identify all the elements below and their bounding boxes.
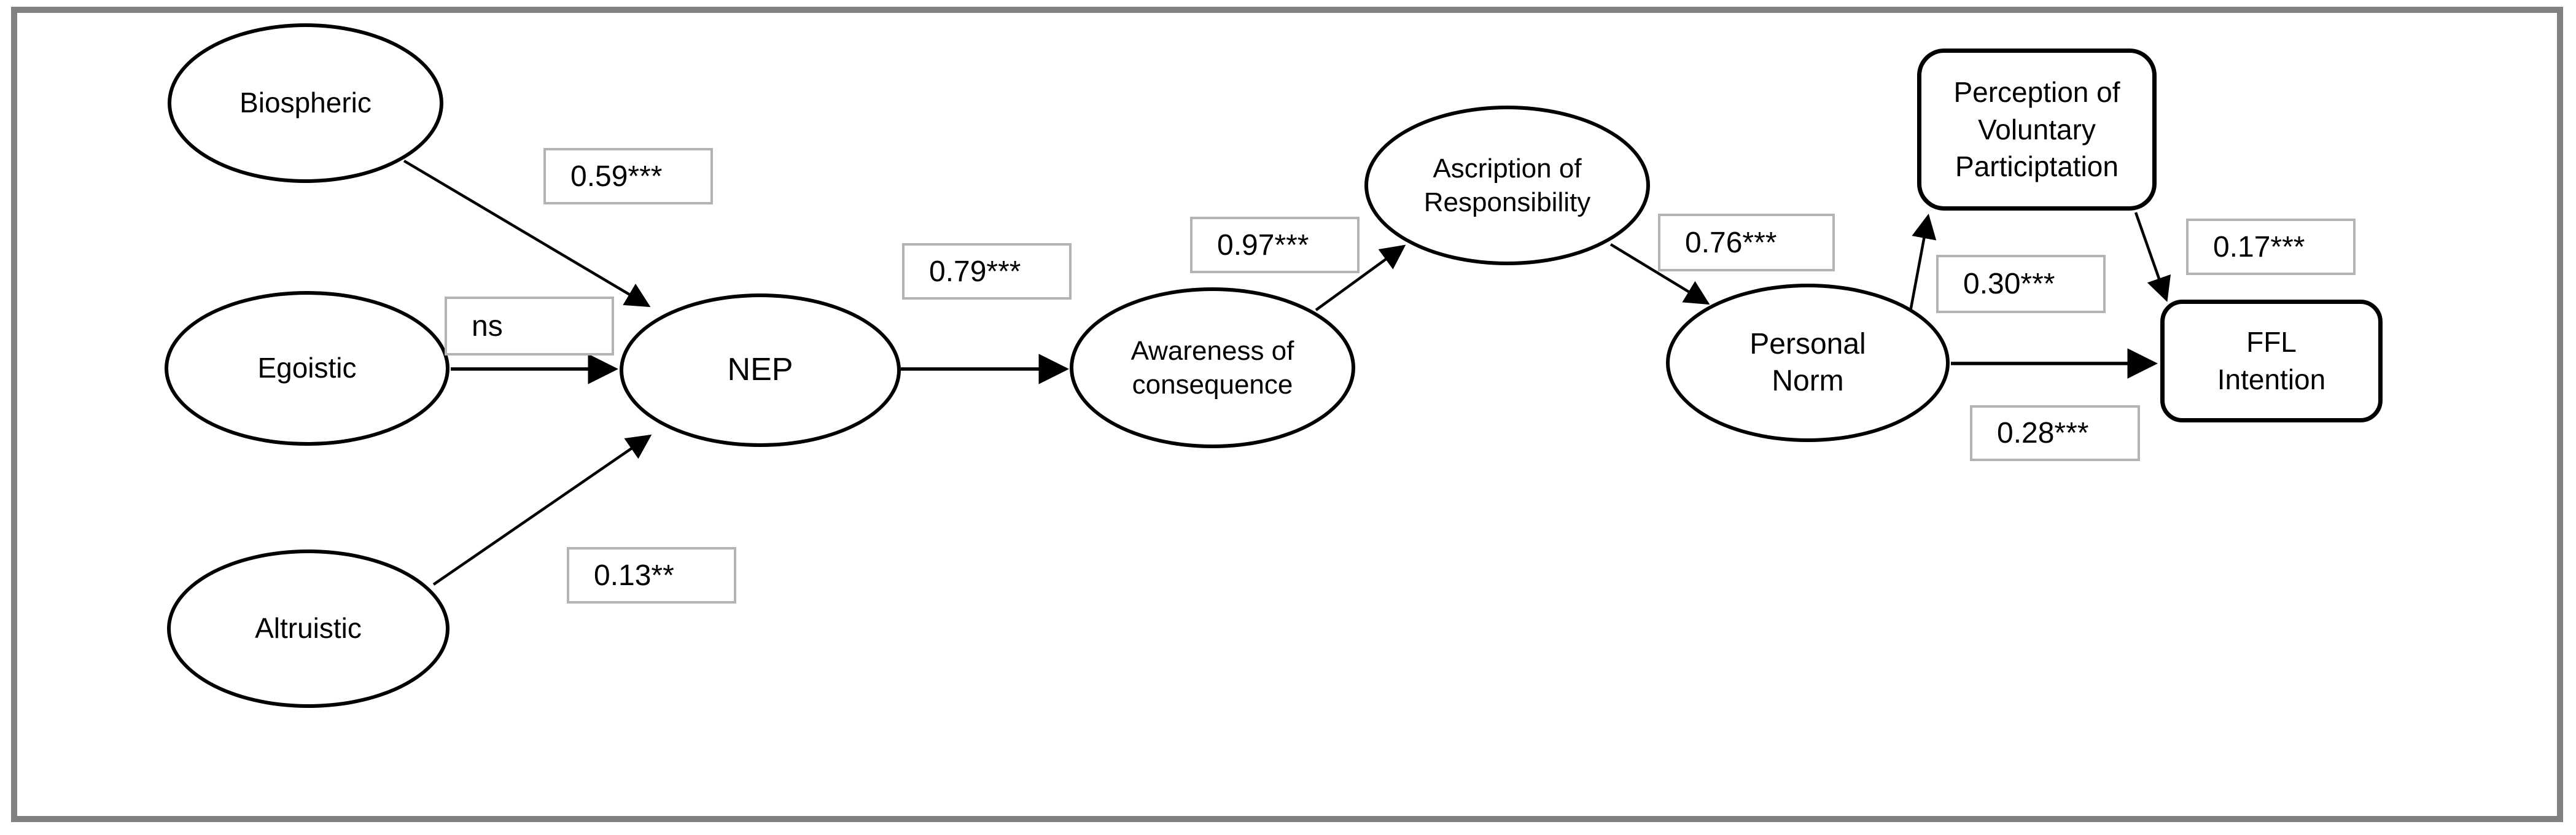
node-personal-norm-label: Personal Norm [1749, 327, 1866, 397]
coef-ascription-personalnorm-value: 0.76*** [1685, 226, 1777, 259]
coef-ascription-personalnorm: 0.76*** [1658, 214, 1835, 271]
coef-egoistic-nep-value: ns [472, 309, 503, 343]
coef-egoistic-nep: ns [445, 297, 614, 355]
coef-perception-ffl: 0.17*** [2186, 219, 2356, 275]
node-egoistic: Egoistic [165, 291, 449, 446]
coef-awareness-ascription-value: 0.97*** [1217, 228, 1309, 262]
node-ascription: Ascription of Responsibility [1364, 106, 1650, 265]
node-nep-label: NEP [727, 352, 793, 388]
coef-personalnorm-perception-value: 0.30*** [1963, 268, 2055, 300]
node-altruistic: Altruistic [167, 550, 449, 708]
node-perception: Perception of Voluntary Participtation [1917, 49, 2157, 211]
node-ffl-intention-label: FFL Intention [2217, 326, 2326, 395]
node-ffl-intention: FFL Intention [2160, 300, 2383, 422]
coef-nep-awareness-value: 0.79*** [929, 255, 1021, 288]
node-awareness: Awareness of consequence [1070, 287, 1355, 448]
node-altruistic-label: Altruistic [255, 612, 362, 645]
coef-personalnorm-perception: 0.30*** [1936, 255, 2106, 313]
node-awareness-label: Awareness of consequence [1130, 335, 1294, 400]
coef-altruistic-nep-value: 0.13** [594, 559, 674, 592]
coef-biospheric-nep-value: 0.59*** [570, 160, 663, 193]
node-perception-label: Perception of Voluntary Participtation [1953, 76, 2120, 183]
coef-personalnorm-ffl-value: 0.28*** [1997, 417, 2089, 449]
node-ascription-label: Ascription of Responsibility [1423, 153, 1591, 217]
coef-personalnorm-ffl: 0.28*** [1970, 405, 2140, 461]
node-egoistic-label: Egoistic [257, 352, 357, 384]
coef-awareness-ascription: 0.97*** [1190, 217, 1360, 273]
node-biospheric: Biospheric [168, 23, 443, 183]
node-biospheric-label: Biospheric [239, 87, 372, 119]
node-personal-norm: Personal Norm [1666, 284, 1950, 442]
coef-biospheric-nep: 0.59*** [543, 148, 713, 204]
coef-nep-awareness: 0.79*** [902, 243, 1072, 300]
coef-altruistic-nep: 0.13** [567, 547, 736, 604]
node-nep: NEP [620, 293, 901, 447]
coef-perception-ffl-value: 0.17*** [2213, 230, 2305, 263]
